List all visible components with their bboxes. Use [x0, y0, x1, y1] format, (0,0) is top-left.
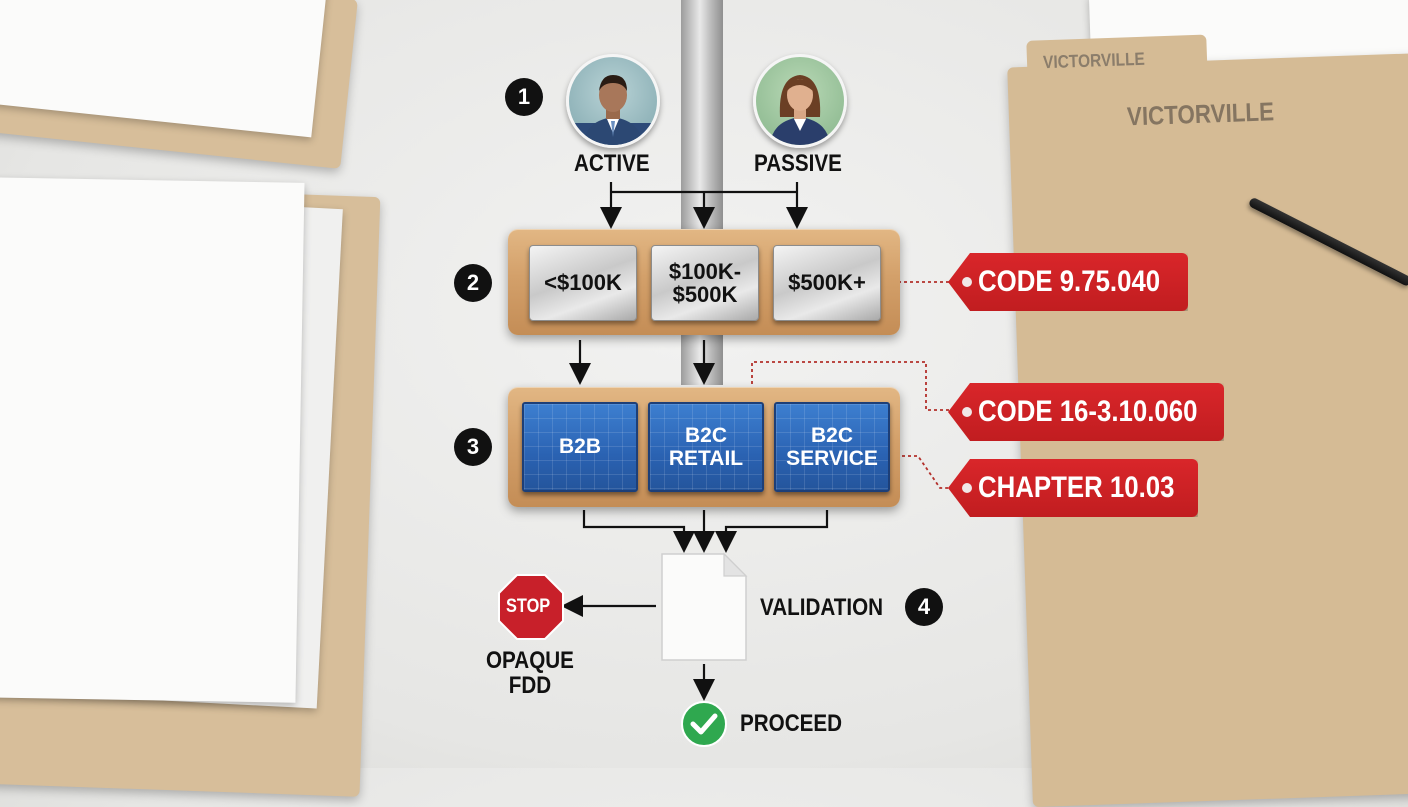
chapter-tag-10-03-label: CHAPTER 10.03 — [978, 471, 1175, 504]
active-avatar — [566, 54, 660, 148]
arrow-service-down — [715, 510, 829, 553]
type-b2c-retail: B2C RETAIL — [648, 402, 764, 492]
step-2-badge: 2 — [454, 264, 492, 302]
green-check-icon — [681, 701, 727, 747]
code-tag-9-75-040: CODE 9.75.040 — [948, 253, 1188, 311]
passive-label: PASSIVE — [754, 150, 842, 177]
connector-lines — [561, 182, 960, 701]
tag-hole — [962, 407, 972, 417]
stop-sign-text: STOP — [506, 596, 551, 617]
opaque-fdd-label: OPAQUE FDD — [486, 647, 574, 700]
tag-hole — [962, 277, 972, 287]
step-3-badge: 3 — [454, 428, 492, 466]
passive-avatar — [753, 54, 847, 148]
tag-hole — [962, 483, 972, 493]
code-tag-9-75-040-label: CODE 9.75.040 — [978, 265, 1161, 298]
stop-sign-icon — [498, 574, 564, 640]
arrow-b2b-down — [582, 510, 695, 553]
code-tag-16-3-10-060-label: CODE 16-3.10.060 — [978, 395, 1198, 428]
male-person-icon — [569, 75, 657, 145]
female-person-icon — [770, 75, 830, 145]
validation-label: VALIDATION — [760, 594, 884, 621]
tier-500k-plus: $500K+ — [773, 245, 881, 321]
tier-100k-500k: $100K- $500K — [651, 245, 759, 321]
active-label: ACTIVE — [574, 150, 650, 177]
document-icon — [661, 552, 748, 661]
proceed-label: PROCEED — [740, 710, 843, 737]
step-1-badge: 1 — [505, 78, 543, 116]
type-b2b: B2B — [522, 402, 638, 492]
dotted-link-code2 — [751, 361, 960, 411]
step-4-badge: 4 — [905, 588, 943, 626]
code-tag-16-3-10-060: CODE 16-3.10.060 — [948, 383, 1224, 441]
tier-under-100k: <$100K — [529, 245, 637, 321]
type-b2c-service: B2C SERVICE — [774, 402, 890, 492]
chapter-tag-10-03: CHAPTER 10.03 — [948, 459, 1198, 517]
